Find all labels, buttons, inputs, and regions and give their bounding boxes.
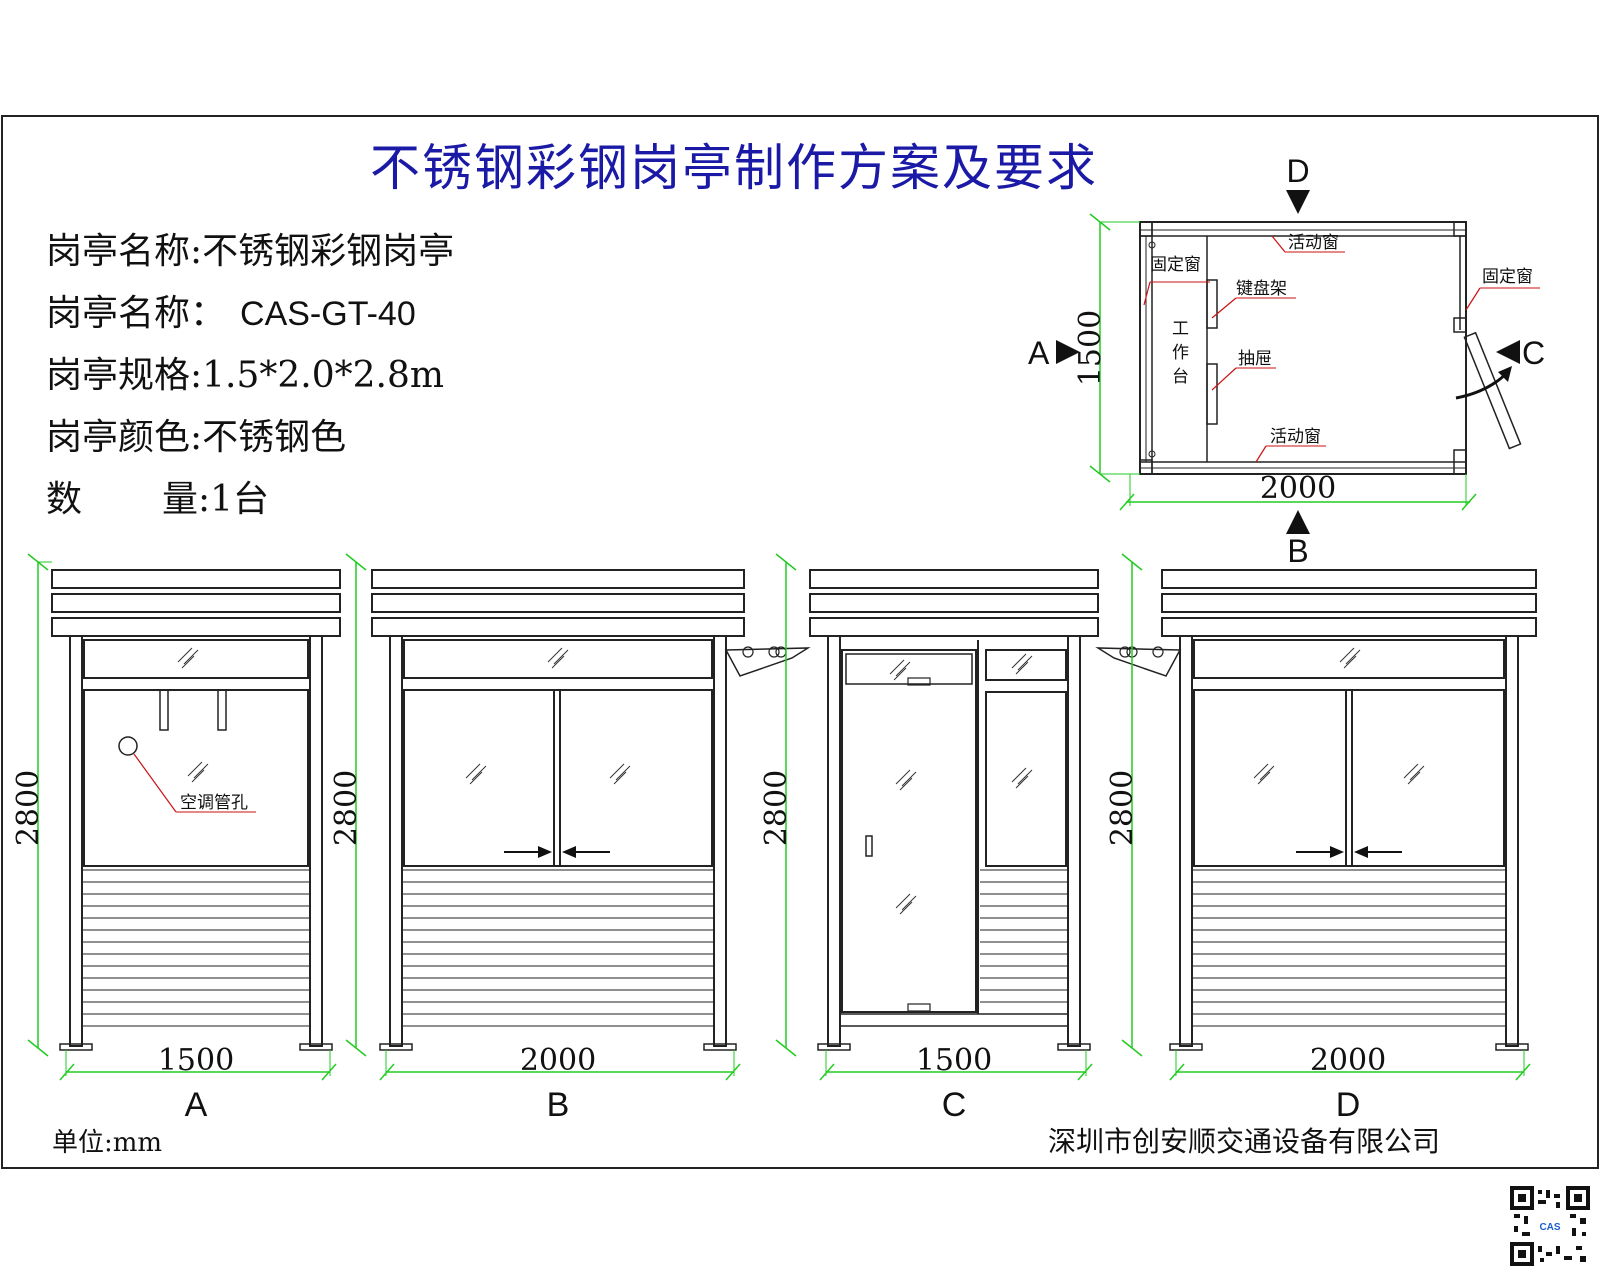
- spec-qty-label-a: 数: [46, 479, 83, 520]
- label-sliding-window-bottom: 活动窗: [1270, 427, 1321, 447]
- elevation-d: 2800 2000 D: [1095, 553, 1537, 1124]
- elev-d-width: 2000: [1310, 1043, 1386, 1078]
- spec-model-value: CAS-GT-40: [240, 295, 416, 333]
- unit-note: 单位:mm: [52, 1128, 163, 1158]
- elevation-b: 2800 2000 B: [329, 553, 811, 1124]
- spec-name-label: 岗亭名称:: [46, 231, 203, 272]
- door-handle: [865, 835, 873, 857]
- spec-name-row: 岗亭名称:不锈钢彩钢岗亭: [46, 222, 454, 274]
- elev-a-width: 1500: [158, 1043, 234, 1078]
- company-name: 深圳市创安顺交通设备有限公司: [1048, 1125, 1441, 1158]
- elev-c-height: 2800: [759, 770, 794, 846]
- spec-qty-label-b: 量:: [162, 479, 211, 520]
- view-marker-d: D: [1286, 153, 1309, 189]
- spec-size-row: 岗亭规格:1.5*2.0*2.8m: [46, 346, 444, 398]
- elev-b-width: 2000: [520, 1043, 596, 1078]
- elev-c-width: 1500: [916, 1043, 992, 1078]
- elev-c-label: C: [942, 1086, 967, 1124]
- view-arrow-a: [1056, 340, 1080, 364]
- view-arrow-c: [1496, 340, 1520, 364]
- spec-model-label: 岗亭名称：: [46, 293, 227, 334]
- label-fixed-window-left: 固定窗: [1150, 255, 1201, 275]
- elev-d-height: 2800: [1105, 770, 1140, 846]
- view-marker-b: B: [1287, 533, 1308, 569]
- elevation-a: 空调管孔 2800 1500 A: [11, 553, 341, 1124]
- qr-logo: CAS: [1539, 1222, 1560, 1233]
- elev-b-label: B: [547, 1086, 570, 1124]
- elevation-c: 2800 1500 C: [759, 553, 1099, 1124]
- label-workbench-3: 台: [1172, 367, 1189, 387]
- plan-door: [1463, 331, 1522, 450]
- view-arrow-b: [1286, 510, 1310, 534]
- elev-c-door: [841, 649, 977, 1013]
- elev-b-height: 2800: [329, 770, 364, 846]
- spec-size-value: 1.5*2.0*2.8m: [202, 355, 445, 396]
- elev-d-label: D: [1336, 1086, 1361, 1124]
- view-marker-c: C: [1522, 335, 1545, 371]
- ac-pipe-hole-label: 空调管孔: [180, 793, 248, 813]
- spec-model-row: 岗亭名称： CAS-GT-40: [46, 284, 416, 336]
- label-drawer: 抽屉: [1238, 349, 1272, 369]
- view-marker-a: A: [1028, 335, 1050, 371]
- spec-color-value: 不锈钢色: [202, 417, 347, 458]
- label-sliding-window-top: 活动窗: [1288, 233, 1339, 253]
- spec-color-label: 岗亭颜色:: [46, 417, 203, 458]
- plan-outline: [1139, 221, 1467, 475]
- spec-qty-row: 数 量:1台: [46, 470, 269, 522]
- elev-a-height: 2800: [11, 770, 46, 846]
- spec-color-row: 岗亭颜色:不锈钢色: [46, 408, 346, 460]
- spec-name-value: 不锈钢彩钢岗亭: [202, 231, 455, 272]
- label-workbench-2: 作: [1172, 343, 1189, 363]
- spec-size-label: 岗亭规格:: [46, 355, 203, 396]
- plan-view: 固定窗 活动窗 键盘架 抽屉 活动窗 固定窗 工 作 台 1500 2000 D: [1028, 153, 1545, 569]
- qr-code: CAS: [1510, 1186, 1590, 1266]
- label-keyboard-shelf: 键盘架: [1236, 279, 1287, 299]
- drawing-title: 不锈钢彩钢岗亭制作方案及要求: [370, 139, 1098, 197]
- drawer: [1206, 363, 1218, 425]
- keyboard-shelf: [1206, 279, 1218, 329]
- ac-pipe-hole: [118, 736, 138, 756]
- sheet-border: [1, 115, 1599, 1169]
- label-workbench-1: 工: [1172, 319, 1189, 339]
- spec-qty-value: 1台: [210, 479, 270, 520]
- plan-dim-width: 2000: [1260, 471, 1336, 506]
- elev-a-label: A: [185, 1086, 208, 1124]
- plan-dim-depth: 1500: [1073, 310, 1108, 386]
- view-arrow-d: [1286, 190, 1310, 214]
- label-fixed-window-right: 固定窗: [1482, 267, 1533, 287]
